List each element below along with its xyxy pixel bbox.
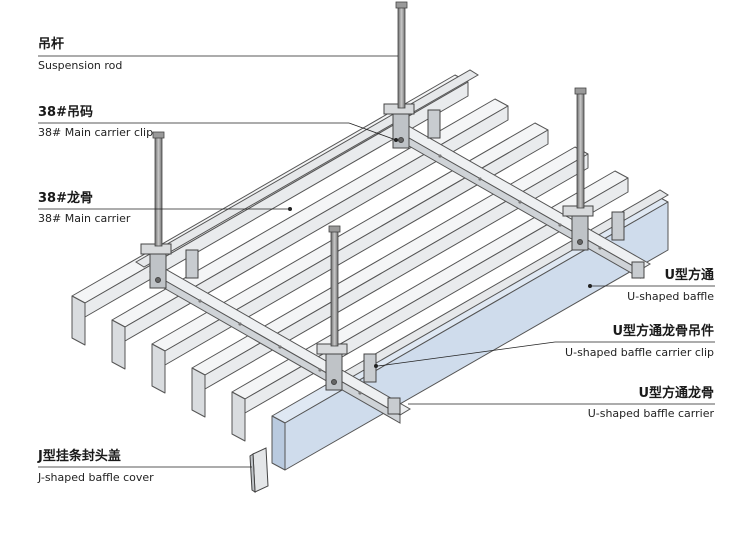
label-u-baffle-en: U-shaped baffle bbox=[627, 290, 714, 303]
label-u-baffle-carrier-en: U-shaped baffle carrier bbox=[587, 407, 714, 420]
u-baffle bbox=[151, 122, 549, 394]
label-u-baffle-carrier-cn: U型方通龙骨 bbox=[638, 386, 714, 401]
u-baffle bbox=[111, 98, 509, 370]
carrier-clip-group bbox=[140, 103, 645, 415]
suspension-rod bbox=[395, 1, 408, 109]
suspension-rod bbox=[574, 87, 587, 209]
suspension-rod bbox=[328, 225, 341, 347]
carrier-holes bbox=[198, 154, 602, 395]
label-main-carrier-en: 38# Main carrier bbox=[38, 212, 131, 225]
label-u-baffle-clip-cn: U型方通龙骨吊件 bbox=[612, 324, 714, 339]
suspension-rod-group bbox=[152, 1, 587, 347]
main-carrier-clip bbox=[140, 243, 172, 289]
label-main-carrier-cn: 38#龙骨 bbox=[38, 191, 93, 206]
main-carrier-clip bbox=[316, 343, 348, 391]
u-baffle bbox=[191, 146, 589, 418]
label-main-carrier-clip-en: 38# Main carrier clip bbox=[38, 126, 154, 139]
suspension-rod bbox=[152, 131, 165, 247]
label-main-carrier-clip-cn: 38#吊码 bbox=[38, 105, 93, 120]
label-j-cover-cn: J型挂条封头盖 bbox=[38, 449, 121, 464]
label-suspension-rod-en: Suspension rod bbox=[38, 59, 123, 72]
label-u-baffle-clip-en: U-shaped baffle carrier clip bbox=[565, 346, 714, 359]
leader-lines bbox=[38, 55, 715, 468]
leader-dots bbox=[288, 138, 592, 368]
label-suspension-rod-cn: 吊杆 bbox=[38, 37, 65, 52]
j-baffle-cover bbox=[249, 447, 269, 493]
baffle-carrier-clip bbox=[185, 109, 645, 415]
label-u-baffle-cn: U型方通 bbox=[664, 268, 714, 283]
label-j-cover-en: J-shaped baffle cover bbox=[38, 471, 154, 484]
